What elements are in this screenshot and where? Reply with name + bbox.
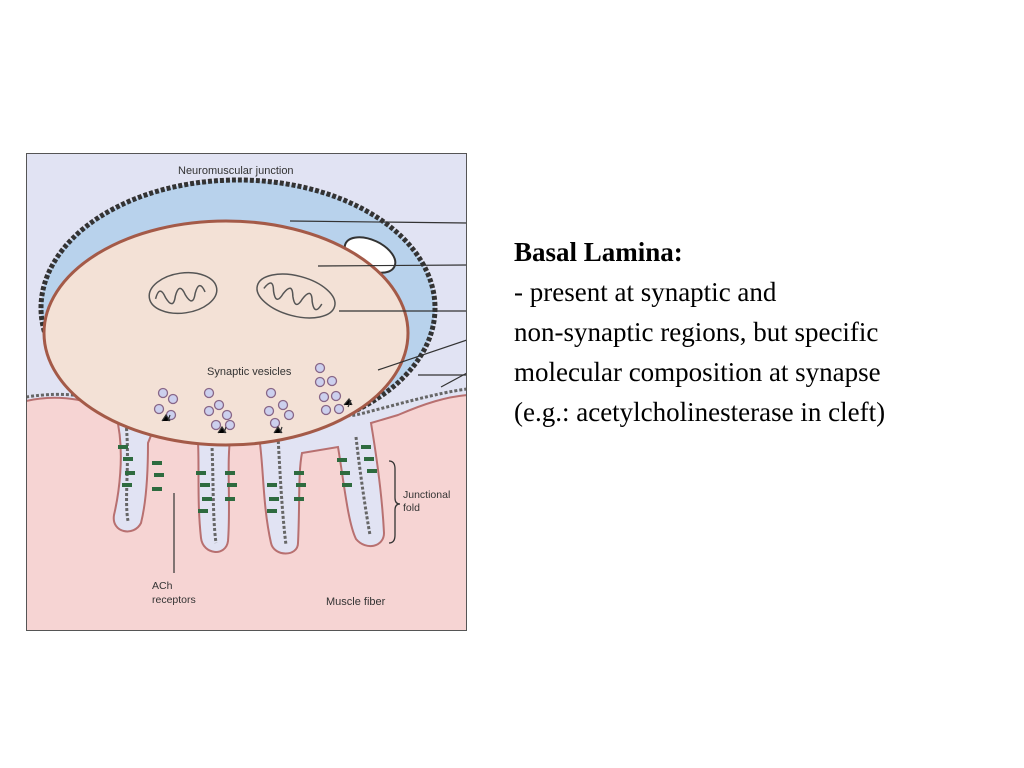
neuromuscular-junction-figure: Neuromuscular junction Synaptic vesicles… (26, 153, 467, 631)
text-line: non-synaptic regions, but specific (514, 317, 879, 347)
ach-receptors (118, 445, 377, 513)
mitochondrion (256, 273, 336, 319)
release-sites (161, 397, 353, 434)
label-ach-receptors-2: receptors (152, 594, 196, 606)
basal-lamina-text: Basal Lamina: - present at synaptic and … (514, 232, 1014, 432)
label-muscle-fiber: Muscle fiber (326, 596, 386, 608)
label-junctional-fold-2: fold (403, 502, 420, 514)
synaptic-vesicles (153, 362, 345, 431)
figure-frame (26, 153, 467, 631)
leader-lines (289, 220, 467, 388)
heading: Basal Lamina: (514, 237, 683, 267)
label-ach-receptors-1: ACh (152, 580, 173, 592)
label-neuromuscular-junction: Neuromuscular junction (178, 165, 294, 177)
junctional-fold-bracket (388, 460, 401, 544)
mitochondrion (148, 271, 218, 315)
text-line: - present at synaptic and (514, 277, 777, 307)
text-line: molecular composition at synapse (514, 357, 881, 387)
label-junctional-fold-1: Junctional (403, 489, 450, 501)
nerve-terminal (42, 219, 410, 447)
label-synaptic-vesicles: Synaptic vesicles (207, 366, 292, 378)
text-line: (e.g.: acetylcholinesterase in cleft) (514, 397, 886, 427)
